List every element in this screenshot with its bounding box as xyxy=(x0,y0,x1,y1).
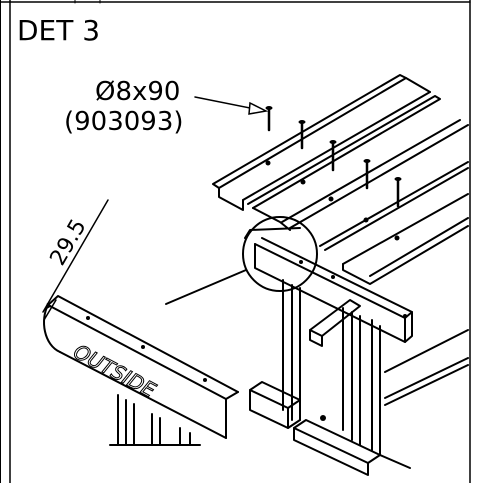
detail-circle xyxy=(165,216,318,305)
legs xyxy=(282,279,381,456)
outside-label: OUTSIDE xyxy=(70,339,160,402)
feet xyxy=(249,381,411,476)
detail-title: DET 3 xyxy=(17,14,100,47)
cross-beam xyxy=(254,237,413,343)
dimension-value: 29.5 xyxy=(46,215,92,270)
part-spec: Ø8x90 xyxy=(95,77,180,107)
table-assembly xyxy=(212,74,469,476)
leader-arrow xyxy=(194,96,269,115)
deck-boards xyxy=(212,74,469,285)
screws xyxy=(265,106,402,208)
deck-holes xyxy=(265,160,400,279)
part-number: (903093) xyxy=(64,107,184,137)
enlarged-detail xyxy=(43,295,239,446)
